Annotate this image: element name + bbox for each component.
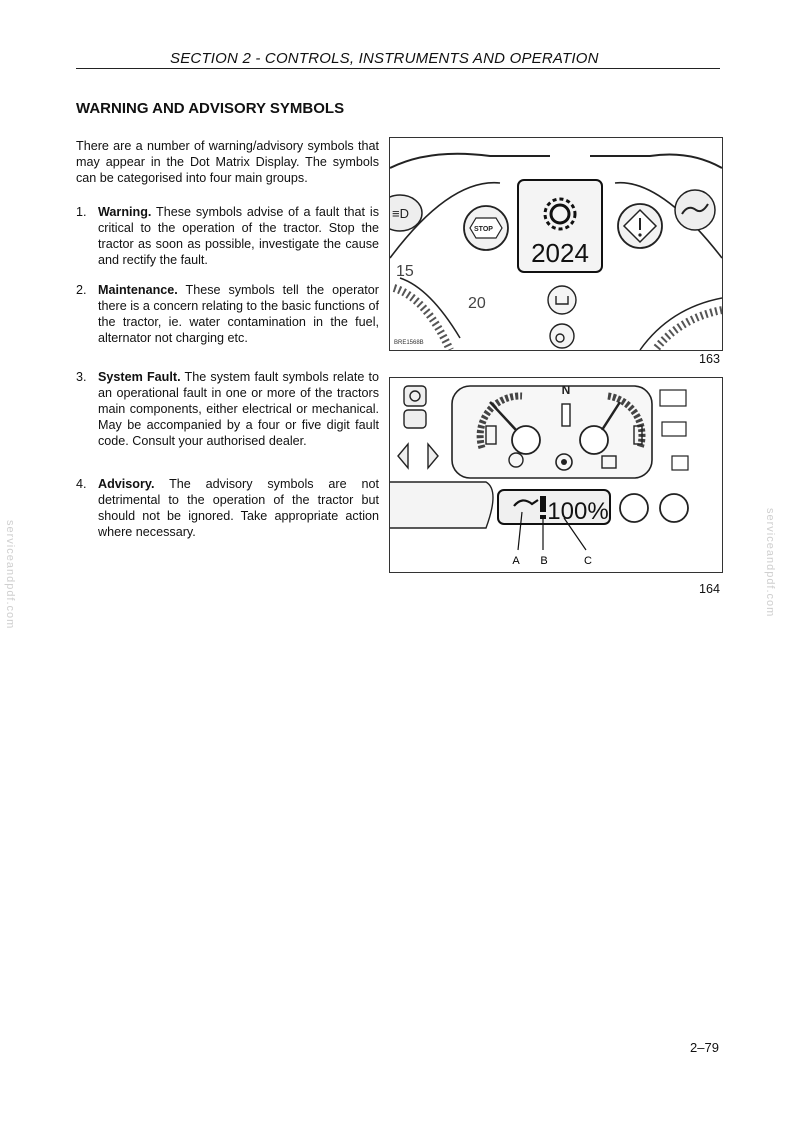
list-item-number: 3.	[76, 370, 87, 384]
right-gauge	[579, 392, 646, 455]
list-item-title: Maintenance.	[98, 283, 178, 297]
list-item-warning: 1. Warning. These symbols advise of a fa…	[76, 204, 379, 268]
neutral-indicator-label: N	[562, 383, 571, 397]
svg-text:≡D: ≡D	[392, 206, 409, 221]
stop-icon: STOP	[463, 205, 509, 251]
figure-163-instrument-panel: 15 20 ≡D STOP 2024	[389, 137, 723, 351]
list-item-number: 1.	[76, 205, 87, 219]
list-item-system-fault: 3. System Fault. The system fault symbol…	[76, 369, 379, 449]
light-switch-icon: ≡D	[390, 194, 423, 232]
callout-a: A	[512, 555, 520, 567]
section-heading: WARNING AND ADVISORY SYMBOLS	[76, 100, 345, 117]
header-rule	[76, 68, 720, 69]
dial-15-label: 15	[396, 263, 414, 280]
callout-b: B	[540, 555, 547, 567]
list-item-text: These symbols advise of a fault that is …	[98, 205, 379, 267]
figure-164-instrument-cluster: N	[389, 377, 723, 573]
side-button	[403, 409, 427, 429]
list-item-text: The advisory symbols are not detrimental…	[98, 477, 379, 539]
round-button	[659, 493, 689, 523]
readout-value: 100%	[547, 498, 608, 525]
list-item-title: Advisory.	[98, 477, 155, 491]
figure-number-163: 163	[699, 352, 721, 366]
turn-signal-icon	[397, 442, 439, 470]
list-item-text: The system fault symbols relate to an op…	[98, 370, 380, 448]
pto-icon	[601, 455, 617, 469]
oil-pressure-icon	[547, 285, 577, 315]
list-item-maintenance: 2. Maintenance. These symbols tell the o…	[76, 282, 379, 346]
list-item-number: 2.	[76, 283, 87, 297]
differential-lock-icon	[555, 453, 573, 471]
stop-label: STOP	[474, 226, 493, 233]
temperature-icon	[549, 323, 575, 349]
display-fault-code: 2024	[531, 238, 589, 268]
4wd-icon	[659, 389, 689, 471]
list-item-title: Warning.	[98, 205, 152, 219]
callout-c: C	[584, 555, 592, 567]
round-button	[619, 493, 649, 523]
engine-oil-icon	[674, 189, 716, 231]
watermark-left: serviceandpdf.com	[4, 520, 16, 630]
list-item-advisory: 4. Advisory. The advisory symbols are no…	[76, 476, 379, 540]
list-item-text: These symbols tell the operator there is…	[98, 283, 379, 345]
list-item-title: System Fault.	[98, 370, 181, 384]
left-gauge	[476, 392, 541, 455]
intro-paragraph: There are a number of warning/advisory s…	[76, 139, 379, 185]
brake-icon	[508, 452, 524, 468]
gear-fault-icon	[543, 197, 577, 231]
digital-readout-display: 100%	[497, 489, 611, 525]
dial-20-label: 20	[468, 295, 486, 312]
watermark-right: serviceandpdf.com	[764, 508, 776, 618]
hazard-icon	[561, 403, 571, 427]
warning-diamond-icon	[617, 203, 663, 249]
page-number: 2–79	[690, 1040, 719, 1055]
list-item-number: 4.	[76, 477, 87, 491]
figure-ref-code: BRE1568B	[394, 340, 424, 346]
dot-matrix-display: 2024	[517, 179, 603, 273]
figure-number-164: 164	[699, 582, 721, 596]
fuel-icon	[403, 385, 427, 407]
section-header-title: SECTION 2 - CONTROLS, INSTRUMENTS AND OP…	[170, 50, 599, 67]
